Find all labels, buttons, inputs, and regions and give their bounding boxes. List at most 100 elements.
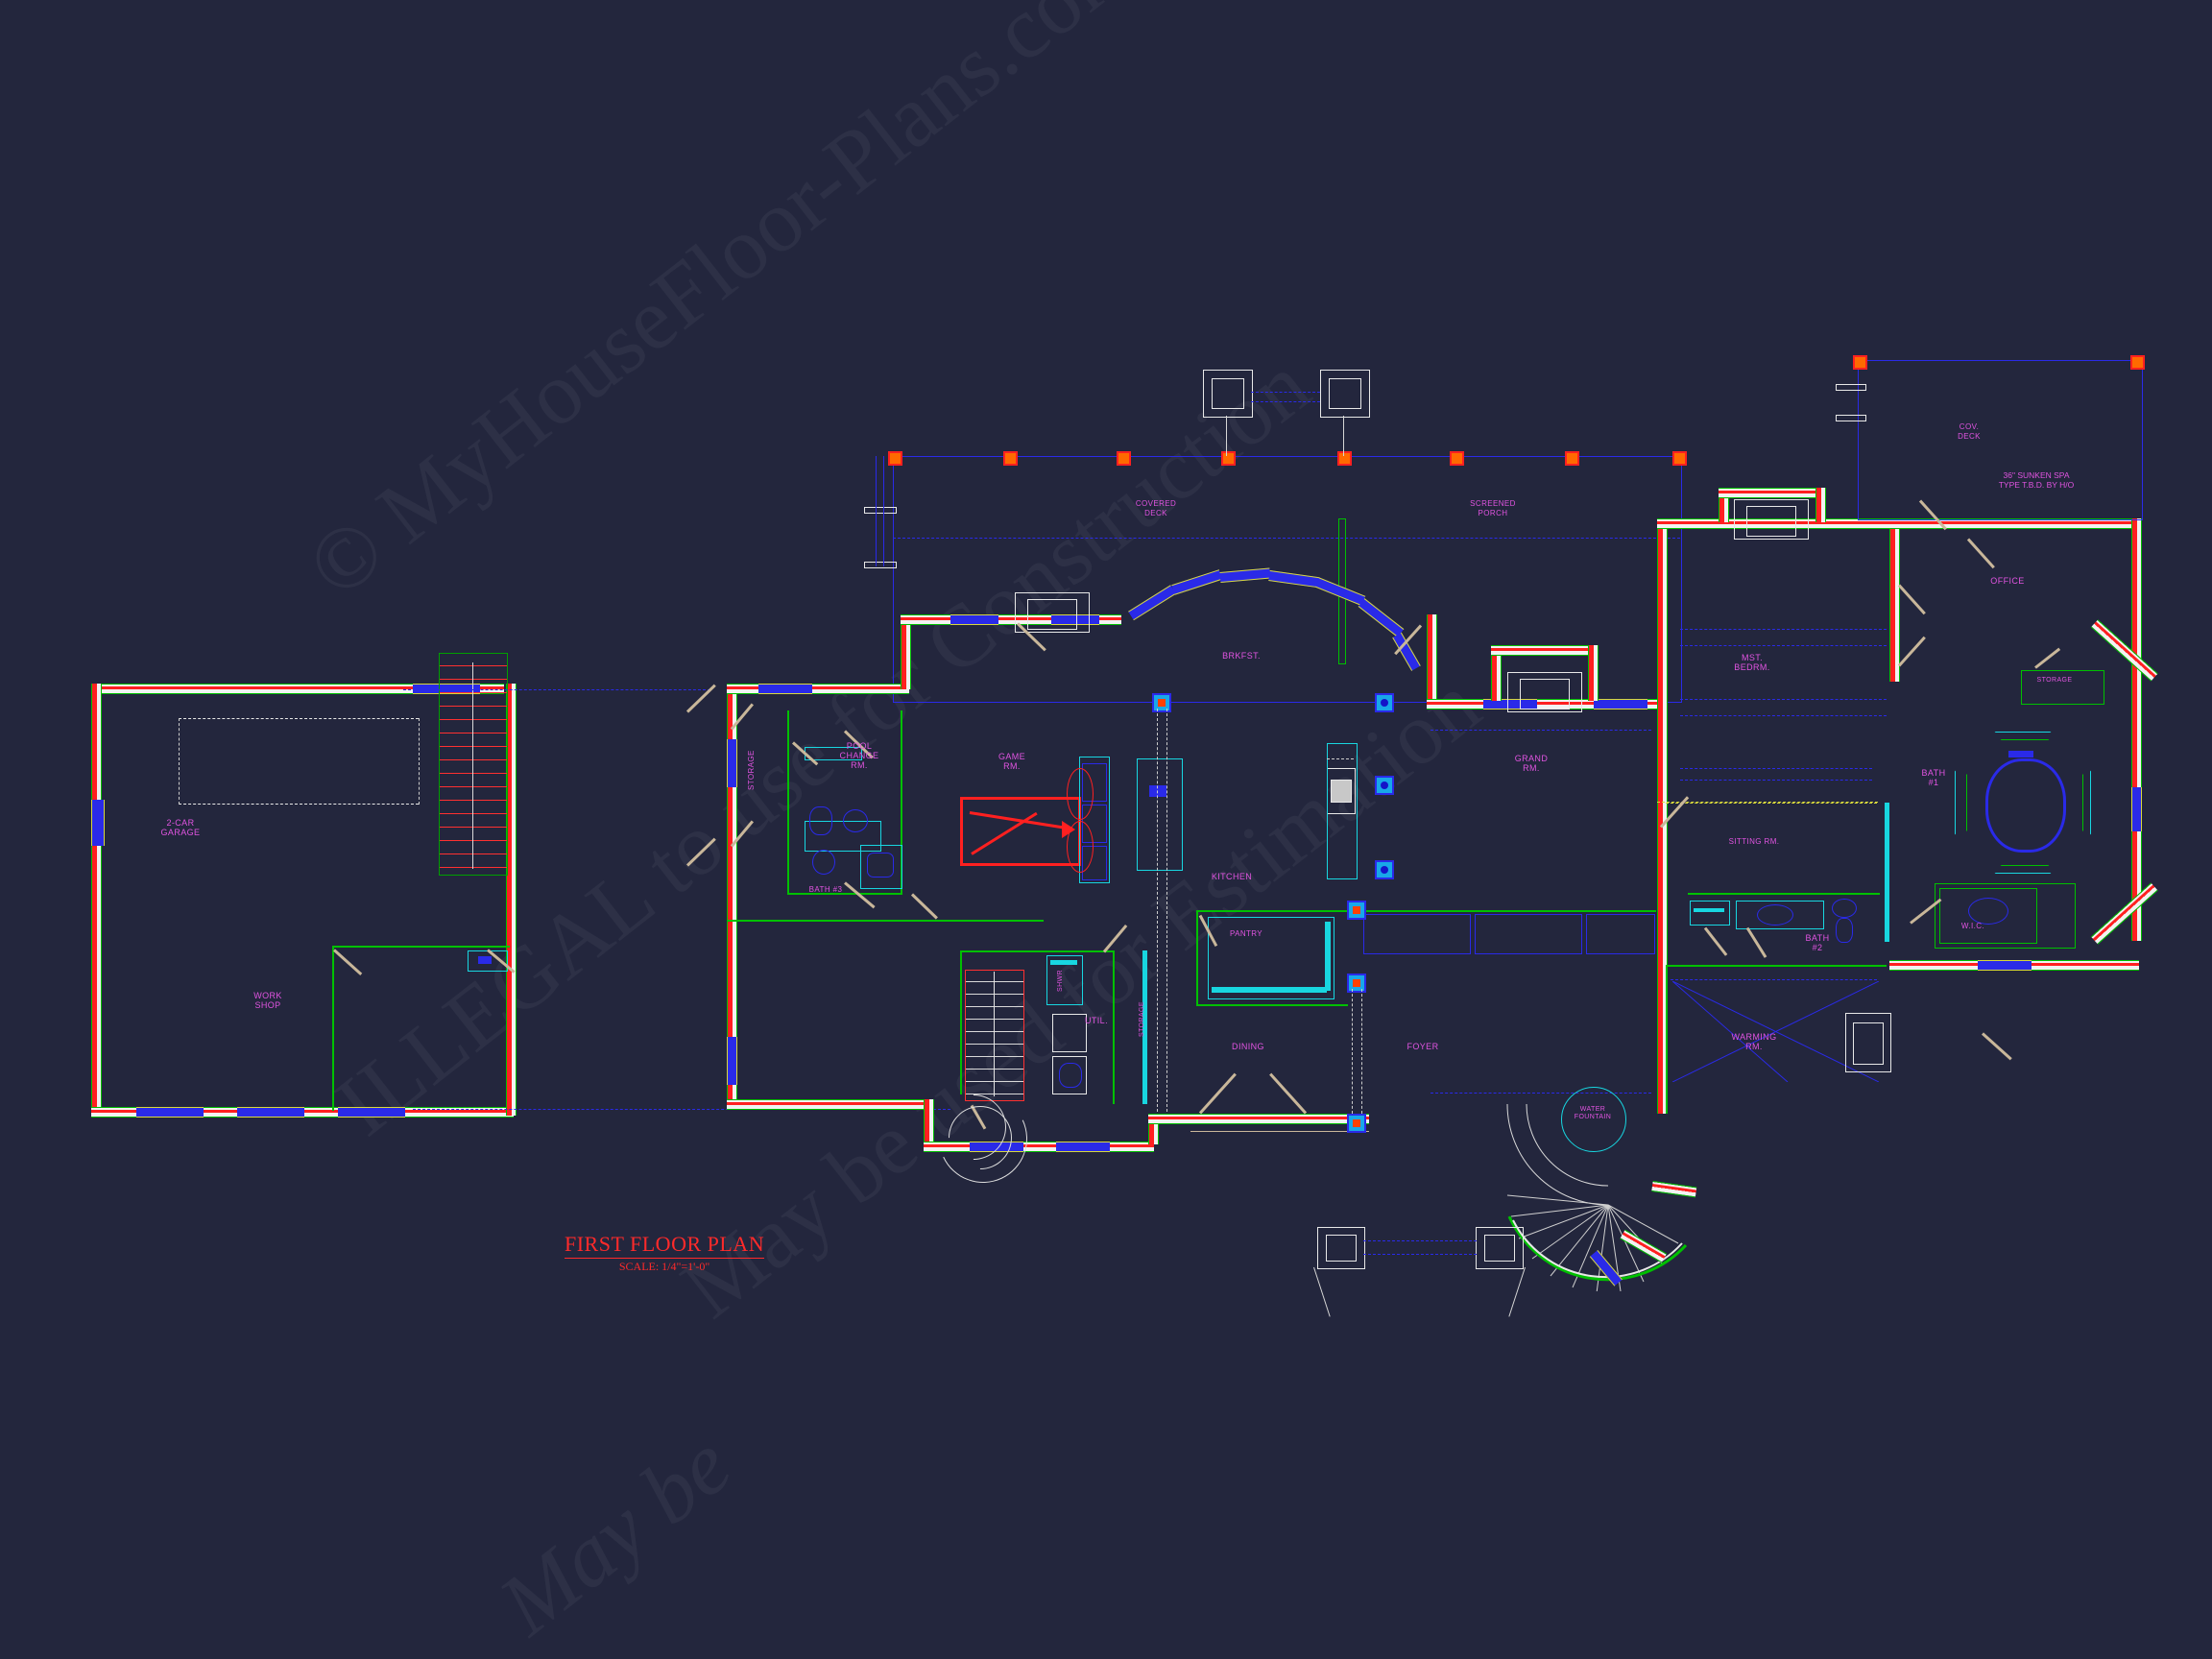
upper-cabinet-line <box>1327 758 1354 759</box>
structural-column-icon <box>1347 901 1366 920</box>
deck-guide <box>893 538 1680 539</box>
pool-change-partition <box>901 710 902 893</box>
room-label-pool-change: POOL CHANGE RM. <box>839 741 879 770</box>
bath2-wall-top <box>1688 893 1880 895</box>
bay-wall-left <box>1491 645 1502 701</box>
central-wall-left <box>727 684 737 1106</box>
game-rm-partition <box>727 920 1044 922</box>
garage-grade-line <box>413 1109 950 1110</box>
room-label-storage-left: STORAGE <box>747 750 756 790</box>
room-label-garage: 2-CAR GARAGE <box>160 818 201 837</box>
room-label-screened-porch: SCREENED PORCH <box>1470 499 1516 517</box>
window <box>727 739 737 787</box>
garage-door-bay <box>338 1107 405 1118</box>
garage-ceiling-outline <box>179 804 419 805</box>
foyer-wall-bottom <box>1148 1114 1369 1124</box>
wic-fixture <box>1968 898 2008 925</box>
deck-post-icon <box>1337 451 1352 466</box>
deck-rail-post <box>883 456 884 566</box>
range-burners <box>1331 780 1352 803</box>
pantry-shelving <box>1208 917 1334 999</box>
shower-head <box>1050 960 1077 965</box>
storage-door-icon <box>2034 647 2061 669</box>
ceiling-beam-line <box>1431 730 1651 731</box>
room-label-foyer: FOYER <box>1407 1042 1439 1051</box>
deck-outline <box>893 456 1682 703</box>
watermark-line4: May be <box>481 1414 749 1653</box>
room-label-grand: GRAND RM. <box>1514 754 1549 773</box>
fireplace-inner <box>1746 506 1796 537</box>
stair-up-arrow <box>472 662 473 869</box>
storage-partition <box>787 710 789 893</box>
door-swing-icon <box>685 837 716 867</box>
kitchen-counter-right <box>1327 743 1358 879</box>
room-label-office: OFFICE <box>1990 576 2025 586</box>
room-label-water-fountain: WATER FOUNTAIN <box>1574 1106 1612 1120</box>
garage-ceiling-outline <box>179 718 419 719</box>
room-label-wic: W.I.C. <box>1960 922 1985 930</box>
fireplace-icon <box>1734 499 1809 540</box>
structural-column-icon <box>1375 776 1394 795</box>
wic-outline <box>1935 883 2076 949</box>
bath1-octagon-outline <box>1966 739 2083 866</box>
workshop-door-icon <box>332 949 363 976</box>
pantry-wall-left <box>1196 910 1198 1006</box>
room-label-game: GAME RM. <box>998 752 1026 771</box>
structural-column-icon <box>1347 1114 1366 1133</box>
door-swing-icon <box>1102 924 1128 953</box>
structural-column-icon <box>1375 693 1394 712</box>
window <box>970 1142 1023 1152</box>
central-stair-run <box>965 970 1024 1101</box>
window <box>1978 960 2032 971</box>
room-label-sitting: SITTING RM. <box>1728 837 1780 846</box>
shower-stall <box>860 845 902 889</box>
tray-ceiling-line <box>1680 645 1887 646</box>
deck-post-icon <box>1117 451 1131 466</box>
pantry-shelf <box>1325 922 1331 991</box>
bay-window-frame <box>1015 592 1090 633</box>
room-label-storage-center: STORAGE <box>1139 1001 1145 1038</box>
chimney-icon <box>1203 370 1253 418</box>
structural-column-icon <box>1375 860 1394 879</box>
kitchen-sink-arc <box>1067 821 1094 873</box>
bay-window-inner <box>1027 599 1077 630</box>
storage-hatch <box>1142 950 1147 1104</box>
right-wing-wall-mid <box>1889 518 1900 682</box>
tray-ceiling-line <box>1680 715 1887 716</box>
fireplace-inner <box>1520 679 1570 709</box>
room-label-pantry: PANTRY <box>1229 929 1263 938</box>
hall-hatch <box>1885 803 1889 942</box>
pool-change-partition-h <box>787 893 902 895</box>
tray-ceiling-line <box>1680 699 1887 700</box>
bay-wall-top <box>1491 645 1597 656</box>
water-closet-icon <box>1832 899 1857 918</box>
window <box>1056 1142 1110 1152</box>
entry-door-icon <box>1198 1072 1237 1115</box>
room-label-bath2: BATH #2 <box>1805 933 1830 952</box>
central-wall-top-b <box>901 614 1121 625</box>
dryer-drum <box>1059 1063 1082 1088</box>
mst-bay-wall-top <box>1719 488 1824 498</box>
room-label-bath3: BATH #3 <box>808 885 843 894</box>
garage-ceiling-edge <box>419 718 421 805</box>
wic-shelf <box>1939 888 2037 944</box>
beam-dash <box>1166 709 1167 1112</box>
door-swing-icon <box>910 893 938 920</box>
porch-step-line <box>1363 1240 1477 1241</box>
mst-bay-wall-left <box>1719 488 1729 522</box>
bath2-wall-bottom <box>1666 965 1887 967</box>
room-label-util: UTIL. <box>1084 1016 1108 1025</box>
room-label-cov-deck: COV. DECK <box>1958 422 1981 441</box>
workshop-partition-h <box>332 946 510 948</box>
tub-icon <box>867 853 894 878</box>
deck-post-icon <box>1565 451 1579 466</box>
flue-line <box>1251 401 1320 402</box>
bay-wall-right <box>1588 645 1599 701</box>
shower-stall <box>1046 955 1083 1005</box>
water-closet-icon <box>809 806 832 835</box>
scale-note: SCALE: 1/4"=1'-0" <box>618 1260 710 1273</box>
window <box>2131 778 2142 831</box>
bath1-tub-deck <box>1955 732 2091 874</box>
bath2-door-icon <box>1745 926 1767 958</box>
